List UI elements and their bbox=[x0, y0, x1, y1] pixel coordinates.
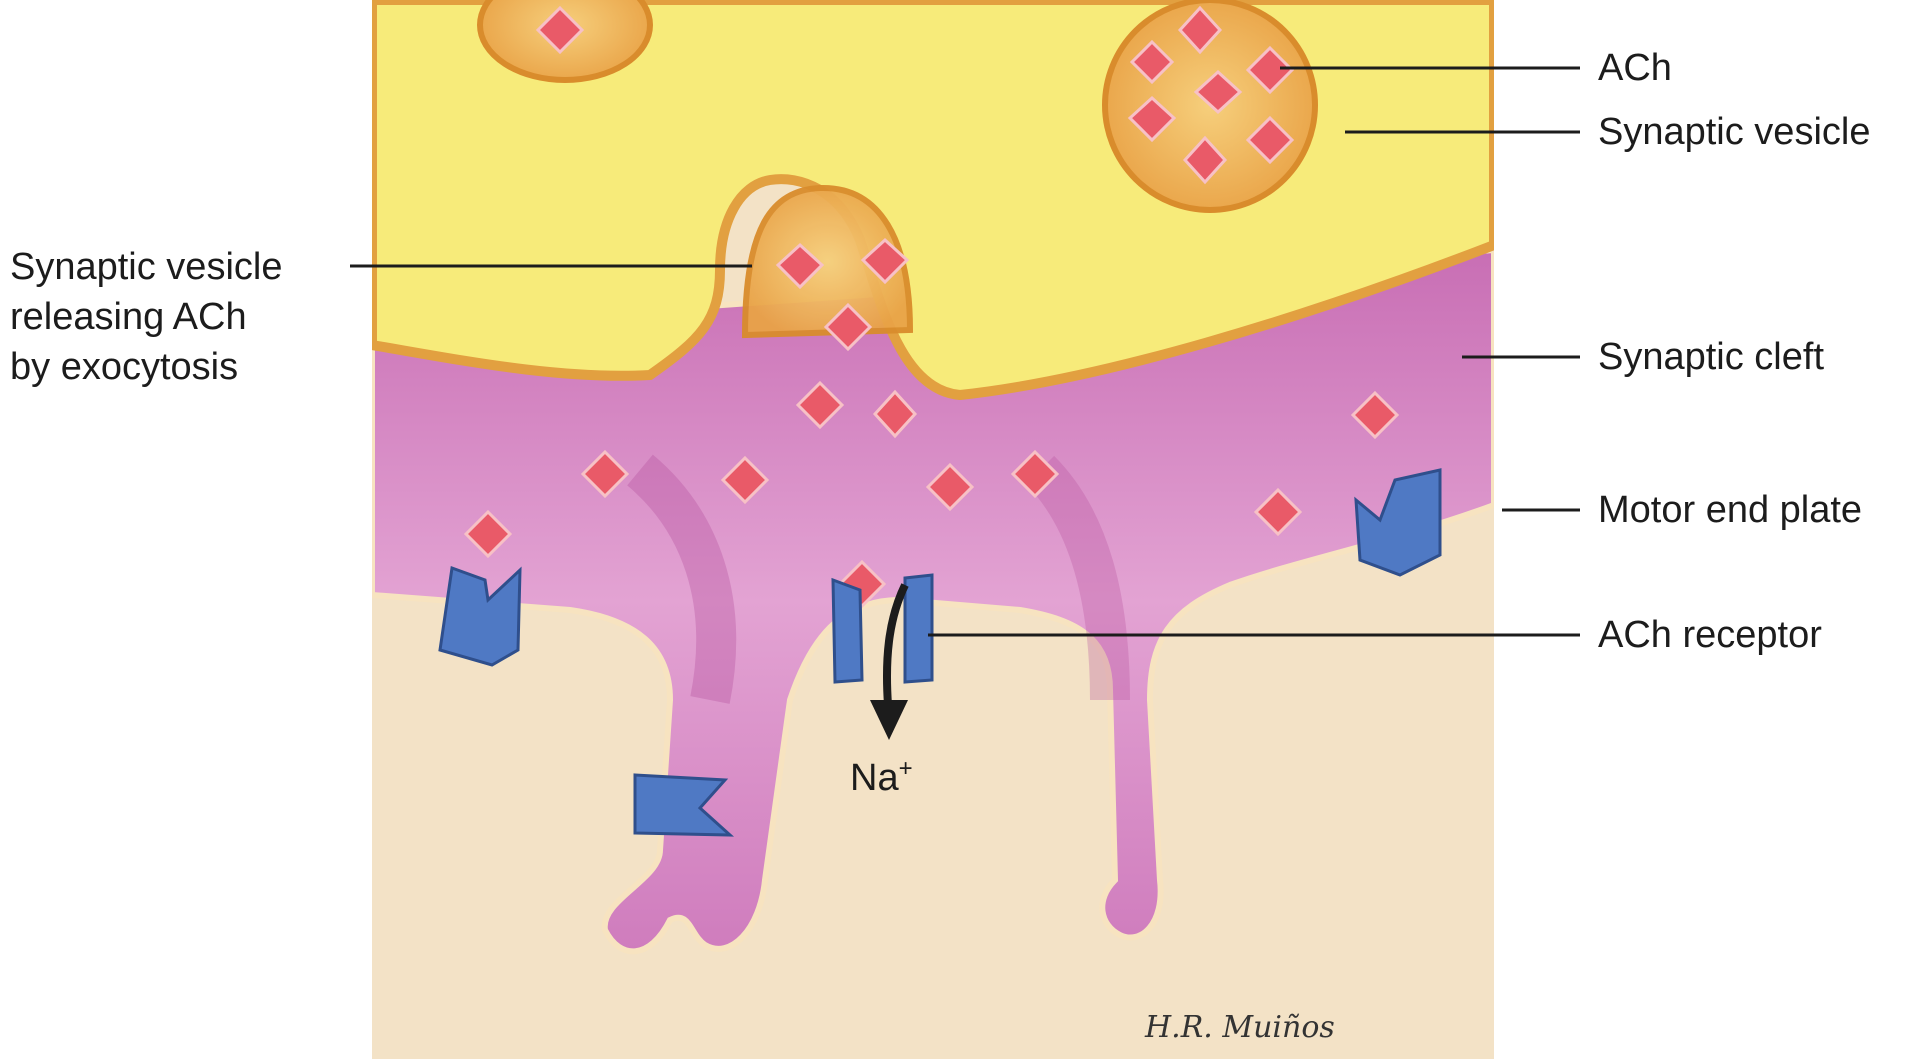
label-ach: ACh bbox=[1598, 43, 1672, 93]
label-releasing-line-2: releasing ACh bbox=[10, 292, 282, 342]
label-releasing-line-3: by exocytosis bbox=[10, 342, 282, 392]
label-releasing-vesicle: Synaptic vesicle releasing ACh by exocyt… bbox=[10, 242, 282, 392]
label-releasing-line-1: Synaptic vesicle bbox=[10, 242, 282, 292]
label-motor-end-plate: Motor end plate bbox=[1598, 485, 1862, 535]
label-synaptic-cleft: Synaptic cleft bbox=[1598, 332, 1824, 382]
artist-signature: H.R. Muiños bbox=[1145, 1010, 1335, 1045]
label-synaptic-vesicle: Synaptic vesicle bbox=[1598, 107, 1870, 157]
sodium-symbol: Na bbox=[850, 757, 899, 799]
label-ach-receptor: ACh receptor bbox=[1598, 610, 1822, 660]
sodium-charge: + bbox=[899, 755, 913, 782]
label-sodium-ion: Na+ bbox=[850, 755, 913, 800]
